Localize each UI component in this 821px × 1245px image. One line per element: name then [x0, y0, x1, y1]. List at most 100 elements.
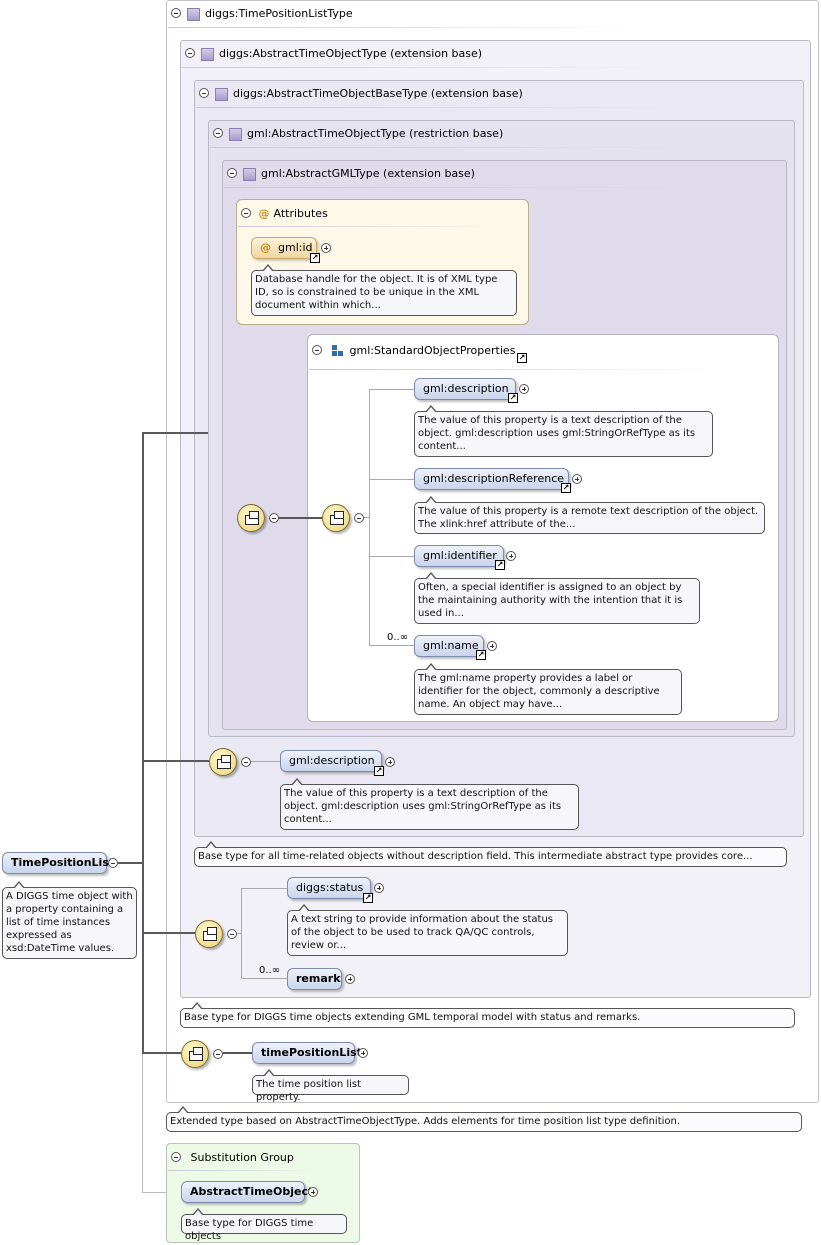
header-divider [210, 147, 690, 148]
element-doc: The value of this property is a remote t… [414, 496, 765, 534]
group-icon [331, 345, 344, 357]
collapse-icon[interactable] [171, 1152, 181, 1162]
element-base-gml-description[interactable]: gml:description [280, 750, 382, 772]
group-title: gml:StandardObjectProperties [349, 344, 516, 357]
type-header: diggs:AbstractTimeObjectType (extension … [185, 47, 482, 61]
element-label: gml:name [423, 639, 479, 652]
connector-line [142, 432, 208, 434]
header-divider [196, 107, 676, 108]
sequence-compositor-icon[interactable] [209, 748, 237, 776]
link-icon[interactable]: ↗ [561, 483, 571, 493]
collapse-icon[interactable] [213, 128, 223, 138]
element-label: gml:description [289, 754, 375, 767]
complex-type-icon [201, 47, 214, 61]
connector-trunk [142, 432, 144, 1054]
expand-icon[interactable] [358, 1048, 368, 1058]
element-label: gml:description [423, 382, 509, 395]
sequence-compositor-icon[interactable] [322, 504, 350, 532]
complex-type-icon [215, 87, 228, 101]
header-divider [168, 27, 648, 28]
connector-line [142, 1052, 181, 1054]
complex-type-icon [187, 7, 200, 21]
type-header: gml:AbstractTimeObjectType (restriction … [213, 127, 503, 141]
element-label: gml:identifier [423, 549, 497, 562]
expand-icon[interactable] [374, 883, 384, 893]
element-gml-identifier[interactable]: gml:identifier [414, 545, 504, 567]
expand-icon[interactable] [321, 243, 331, 253]
tree-line [251, 761, 280, 762]
group-header: gml:StandardObjectProperties [312, 344, 515, 357]
element-gml-description[interactable]: gml:description [414, 378, 516, 400]
expand-icon[interactable] [519, 384, 529, 394]
element-doc: The time position list property. [252, 1069, 409, 1103]
collapse-icon[interactable] [185, 48, 195, 58]
collapse-icon[interactable] [108, 858, 118, 868]
attribute-gml-id-doc: Database handle for the object. It is of… [251, 264, 517, 316]
type-title: diggs:AbstractTimeObjectType (extension … [219, 47, 483, 60]
sequence-compositor-icon[interactable] [181, 1040, 209, 1068]
type-doc-abstract-time-object-base: Base type for all time-related objects w… [194, 841, 787, 867]
element-remark[interactable]: remark [287, 968, 342, 990]
type-title: diggs:AbstractTimeObjectBaseType (extens… [233, 87, 523, 100]
tree-line [241, 978, 287, 979]
tree-line [369, 479, 414, 480]
type-title: gml:AbstractGMLType (extension base) [261, 167, 475, 180]
link-icon[interactable]: ↗ [374, 766, 384, 776]
collapse-icon[interactable] [269, 513, 279, 523]
type-title: gml:AbstractTimeObjectType (restriction … [247, 127, 504, 140]
expand-icon[interactable] [308, 1187, 318, 1197]
sequence-compositor-icon[interactable] [195, 920, 223, 948]
collapse-icon[interactable] [354, 513, 364, 523]
connector-line [279, 517, 322, 519]
element-label: remark [296, 972, 341, 985]
tree-line [237, 933, 242, 934]
element-abstract-time-object[interactable]: AbstractTimeObject [181, 1181, 313, 1203]
collapse-icon[interactable] [227, 929, 237, 939]
connector-line [142, 932, 195, 934]
expand-icon[interactable] [345, 974, 355, 984]
element-doc: A text string to provide information abo… [287, 904, 568, 956]
element-doc: The value of this property is a text des… [280, 778, 579, 830]
sequence-compositor-icon[interactable] [237, 504, 265, 532]
substitution-connector [142, 1054, 143, 1192]
link-icon[interactable]: ↗ [363, 893, 373, 903]
type-doc-time-position-list: Extended type based on AbstractTimeObjec… [166, 1106, 802, 1132]
collapse-icon[interactable] [241, 208, 251, 218]
link-icon[interactable]: ↗ [517, 353, 527, 363]
tree-line [364, 517, 370, 518]
collapse-icon[interactable] [213, 1049, 223, 1059]
collapse-icon[interactable] [199, 88, 209, 98]
attribute-icon: @ [258, 207, 270, 220]
element-label: timePositionList [261, 1046, 362, 1059]
collapse-icon[interactable] [241, 757, 251, 767]
element-doc: Often, a special identifier is assigned … [414, 572, 700, 624]
header-divider [224, 187, 704, 188]
attributes-title: Attributes [273, 207, 328, 220]
element-gml-name[interactable]: gml:name [414, 635, 484, 657]
attribute-gml-id[interactable]: @ gml:id [251, 237, 317, 259]
link-icon[interactable]: ↗ [508, 393, 518, 403]
type-header: gml:AbstractGMLType (extension base) [227, 167, 475, 181]
connector-line [118, 862, 144, 864]
element-gml-description-reference[interactable]: gml:descriptionReference [414, 468, 569, 490]
root-element-time-position-list[interactable]: TimePositionList [2, 852, 114, 874]
link-icon[interactable]: ↗ [310, 253, 320, 263]
expand-icon[interactable] [572, 474, 582, 484]
header-divider [238, 226, 488, 227]
header-divider [168, 1170, 318, 1171]
attribute-icon: @ [260, 241, 271, 254]
substitution-group-title: Substitution Group [190, 1151, 294, 1164]
expand-icon[interactable] [487, 641, 497, 651]
collapse-icon[interactable] [171, 8, 181, 18]
root-element-doc: A DIGGS time object with a property cont… [2, 881, 137, 959]
collapse-icon[interactable] [312, 345, 322, 355]
element-diggs-status[interactable]: diggs:status [287, 877, 371, 899]
expand-icon[interactable] [385, 757, 395, 767]
expand-icon[interactable] [506, 551, 516, 561]
element-time-position-list[interactable]: timePositionList [252, 1042, 362, 1064]
substitution-group-header: Substitution Group [171, 1151, 294, 1164]
collapse-icon[interactable] [227, 168, 237, 178]
tree-line [369, 556, 414, 557]
link-icon[interactable]: ↗ [495, 560, 505, 570]
link-icon[interactable]: ↗ [476, 650, 486, 660]
